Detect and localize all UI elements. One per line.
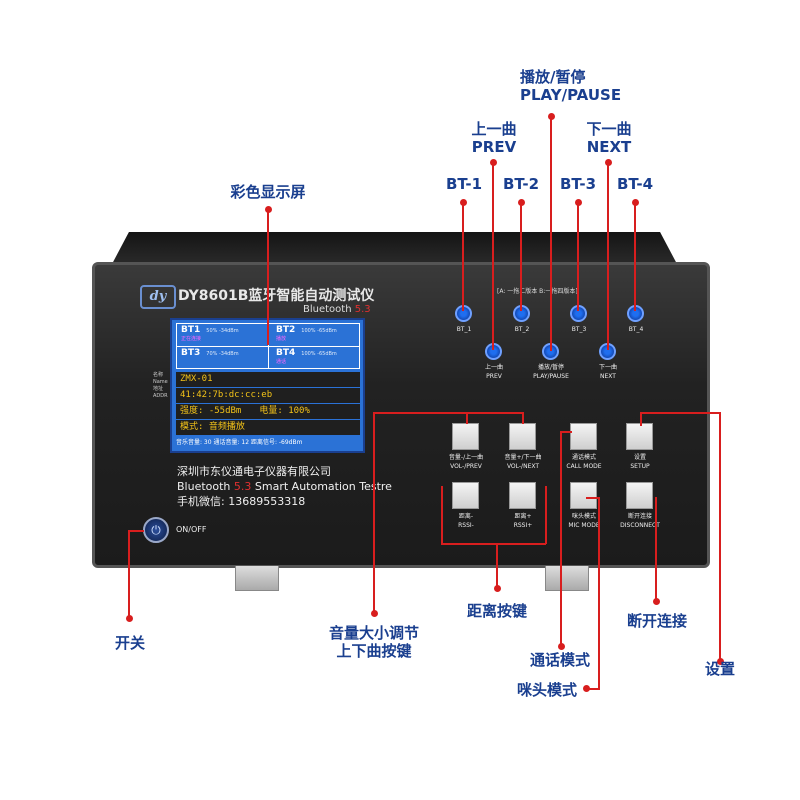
callout-color-screen: 彩色显示屏 — [230, 183, 306, 201]
rssi-plus-button[interactable] — [509, 482, 536, 509]
side-label-addr-cn: 地址 — [153, 386, 164, 392]
vol-minus-prev-button[interactable] — [452, 423, 479, 450]
callout-power-switch: 开关 — [114, 634, 145, 652]
company-name: 深圳市东仪通电子仪器有限公司 — [177, 465, 331, 478]
power-button[interactable]: ⏻ — [143, 517, 169, 543]
screen-footer: 音乐音量: 30 通话音量: 12 距离信号: -69dBm — [176, 439, 303, 446]
onoff-label: ON/OFF — [176, 525, 207, 534]
device-foot-right — [545, 566, 589, 591]
rssi-minus-label: 距离-RSSI- — [458, 513, 474, 529]
callout-distance-keys: 距离按键 — [466, 602, 527, 620]
company-bluetooth-line: Bluetooth 5.3 Smart Automation Testre — [177, 480, 392, 493]
device-title: DY8601B蓝牙智能自动测试仪 — [178, 288, 375, 304]
disconnect-button[interactable] — [626, 482, 653, 509]
bt3-button-label: BT_3 — [571, 326, 587, 333]
screen-address: 41:42:7b:dc:cc:eb — [176, 388, 360, 403]
callout-call-mode: 通话模式 — [529, 651, 590, 669]
vol-plus-next-button[interactable] — [509, 423, 536, 450]
callout-bt4: BT-4 — [616, 175, 654, 193]
screen-mode: 模式: 音频播放 — [176, 420, 360, 435]
brand-logo: dy — [140, 285, 176, 309]
side-label-addr-en: ADDR — [153, 393, 168, 399]
device-foot-left — [235, 566, 279, 591]
power-icon: ⏻ — [151, 523, 161, 537]
callout-bt1: BT-1 — [445, 175, 483, 193]
mic-mode-button[interactable] — [570, 482, 597, 509]
rssi-minus-button[interactable] — [452, 482, 479, 509]
bt1-button-label: BT_1 — [456, 326, 472, 333]
callout-bt3: BT-3 — [559, 175, 597, 193]
call-mode-button[interactable] — [570, 423, 597, 450]
bt-version-note: [A: 一拖二版本 B:一拖四版本] — [497, 288, 578, 295]
device-top-panel — [112, 232, 677, 264]
screen-device-name: ZMX-01 — [176, 372, 360, 387]
side-label-name-cn: 名称 — [153, 372, 164, 378]
callout-mic-mode: 咪头模式 — [516, 681, 577, 699]
bt-grid-hdivider — [177, 346, 359, 347]
side-label-name-en: Name — [153, 379, 168, 385]
setup-button[interactable] — [626, 423, 653, 450]
callout-volume-keys: 音量大小调节上下曲按键 — [328, 624, 419, 660]
bt4-button-label: BT_4 — [628, 326, 644, 333]
callout-bt2: BT-2 — [502, 175, 540, 193]
rssi-plus-label: 距离+RSSI+ — [513, 513, 533, 529]
callout-setup: 设置 — [704, 660, 735, 678]
screen-side-labels: 名称 Name 地址 ADDR — [153, 372, 168, 400]
callout-disconnect: 断开连接 — [626, 612, 687, 630]
company-wechat: 手机微信: 13689553318 — [177, 495, 306, 508]
bluetooth-version: Bluetooth 5.3 — [303, 304, 371, 315]
company-info: 深圳市东仪通电子仪器有限公司 Bluetooth 5.3 Smart Autom… — [177, 464, 392, 509]
bt2-button-label: BT_2 — [514, 326, 530, 333]
